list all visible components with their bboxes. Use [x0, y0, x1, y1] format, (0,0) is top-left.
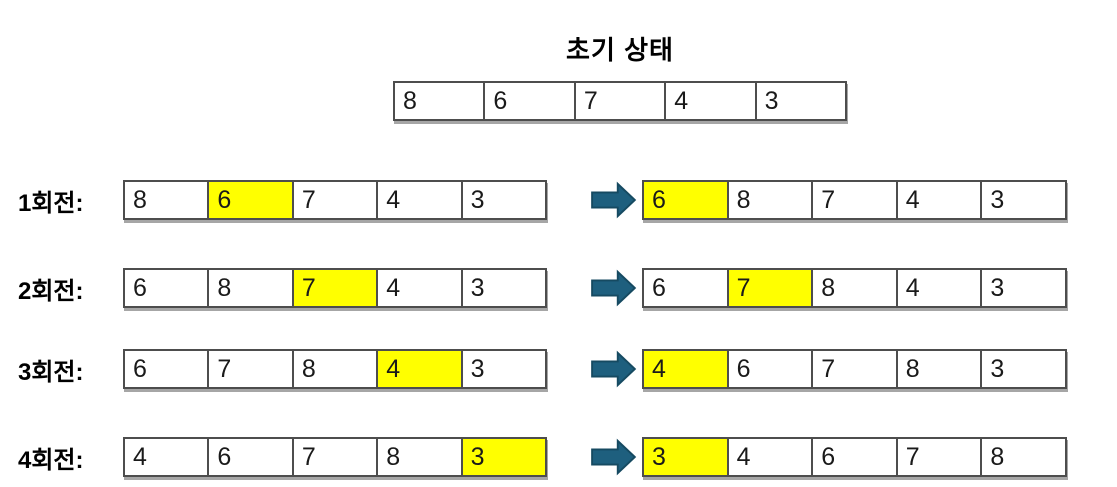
array-cell: 6 — [125, 351, 210, 387]
pass-label: 1회전: — [18, 189, 84, 217]
array-cell: 4 — [666, 83, 757, 119]
right-arrow-icon — [591, 269, 637, 307]
array-cell: 7 — [209, 351, 294, 387]
array-cell: 6 — [125, 270, 210, 306]
array-cell: 4 — [125, 439, 210, 475]
array-cell: 6 — [644, 270, 729, 306]
array-cell: 8 — [294, 351, 379, 387]
array-cell: 8 — [125, 182, 210, 218]
array-cell: 6 — [813, 439, 898, 475]
array-cell: 8 — [990, 442, 1005, 471]
pass-label: 2회전: — [18, 277, 84, 305]
array-cell: 7 — [898, 439, 983, 475]
array-cell: 3 — [470, 354, 485, 383]
array-cell: 8 — [813, 270, 898, 306]
right-arrow-icon — [591, 181, 637, 219]
array-cell: 8 — [378, 439, 463, 475]
array-cell: 4 — [729, 439, 814, 475]
array-cell: 8 — [729, 182, 814, 218]
pass-label: 4회전: — [18, 446, 84, 474]
array-cell: 8 — [209, 270, 294, 306]
array-cell: 6 — [209, 439, 294, 475]
diagram-title: 초기 상태 — [566, 35, 674, 65]
array-cell: 6 — [485, 83, 576, 119]
array-cell: 4 — [378, 270, 463, 306]
array-cell: 7 — [294, 182, 379, 218]
array-cell: 7 — [576, 83, 667, 119]
array-cell: 3 — [990, 273, 1005, 302]
array-cell: 4 — [898, 270, 983, 306]
pass-label: 3회전: — [18, 358, 84, 386]
array-cell: 6 — [729, 351, 814, 387]
array-cell: 3 — [990, 185, 1005, 214]
array-cell: 4 — [898, 182, 983, 218]
array-cell-highlighted: 3 — [462, 439, 546, 475]
array-cell: 3 — [990, 354, 1005, 383]
array-cell-highlighted: 7 — [728, 270, 814, 306]
array-cell-highlighted: 6 — [209, 182, 294, 218]
array-cell: 3 — [470, 185, 485, 214]
array-cell: 8 — [898, 351, 983, 387]
array-cell: 7 — [813, 351, 898, 387]
array-cell-highlighted: 7 — [293, 270, 379, 306]
array-cell-highlighted: 4 — [644, 351, 729, 387]
array-cell-highlighted: 3 — [644, 439, 729, 475]
right-arrow-icon — [591, 350, 637, 388]
array-cell-highlighted: 6 — [644, 182, 729, 218]
array-cell: 7 — [294, 439, 379, 475]
array-cell: 7 — [813, 182, 898, 218]
array-cell: 3 — [470, 273, 485, 302]
array-cell-highlighted: 4 — [378, 351, 463, 387]
array-cell: 8 — [395, 83, 486, 119]
right-arrow-icon — [591, 438, 637, 476]
array-cell: 4 — [378, 182, 463, 218]
array-cell: 3 — [764, 86, 779, 115]
